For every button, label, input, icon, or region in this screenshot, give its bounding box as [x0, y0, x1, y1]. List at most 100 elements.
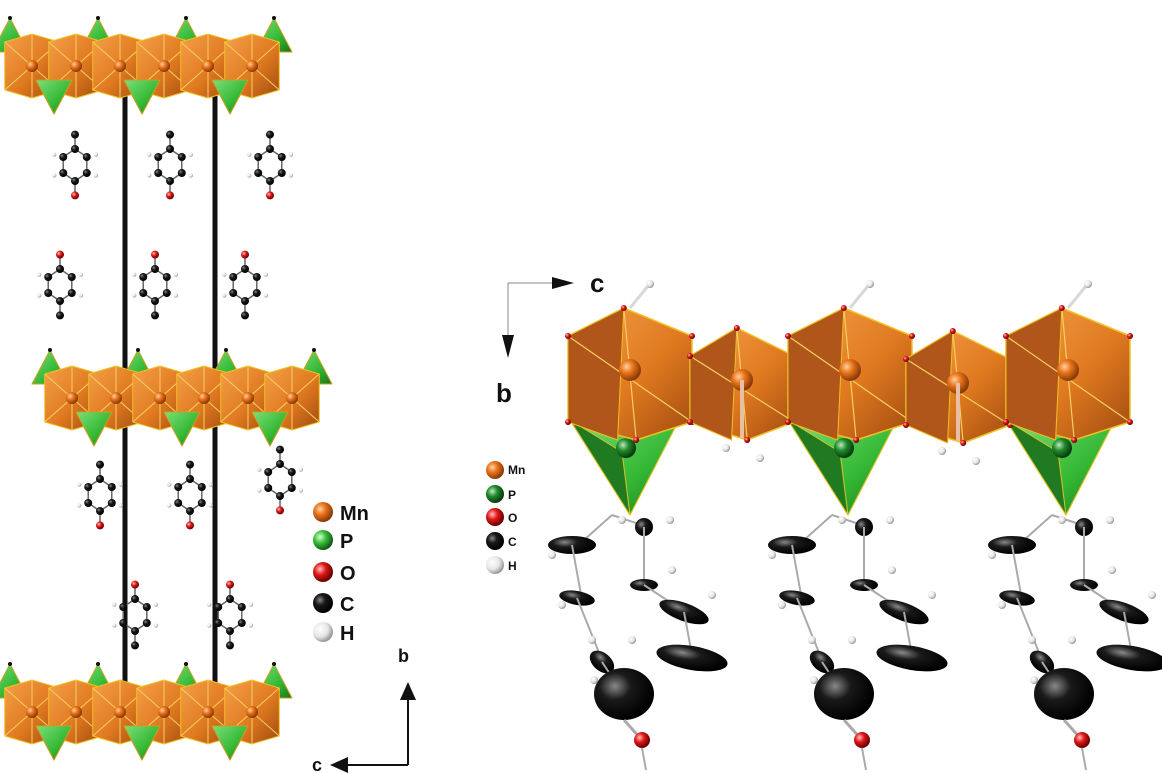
mn-atom	[26, 706, 38, 718]
mn-atom	[158, 60, 170, 72]
o-atom	[186, 521, 194, 530]
bond	[628, 285, 650, 309]
c-atom	[214, 603, 223, 611]
mn-atom	[839, 359, 861, 381]
h-atom	[112, 623, 117, 628]
h-atom	[77, 482, 82, 487]
mn-atom	[114, 706, 126, 718]
h-atom	[247, 173, 252, 178]
c-atom	[174, 483, 183, 491]
o-atom	[620, 305, 627, 311]
c-atom	[142, 603, 151, 611]
phenol-molecule	[147, 130, 193, 200]
phenol-molecule	[167, 460, 213, 530]
c-atom	[254, 169, 263, 177]
c-atom	[594, 668, 654, 720]
c-axis-label: c	[312, 755, 322, 773]
c-atom	[237, 603, 246, 611]
legend-h-sphere	[313, 622, 333, 642]
legend-c-label: C	[340, 594, 354, 616]
mn-octahedron-face	[787, 307, 845, 441]
b-axis-arrowhead	[502, 335, 514, 358]
o-atom	[687, 353, 693, 359]
h-atom	[52, 173, 57, 178]
c-atom	[276, 492, 284, 500]
h-atom	[558, 601, 566, 609]
b-axis-label-right: b	[496, 378, 512, 408]
h-atom	[224, 348, 228, 352]
bond	[861, 747, 867, 771]
o-atom	[1127, 333, 1133, 339]
phenol-molecule	[222, 250, 268, 320]
h-atom	[147, 152, 152, 157]
b-axis-label: b	[398, 646, 409, 666]
c-atom	[131, 595, 139, 603]
c-atom	[237, 619, 246, 627]
c-atom	[151, 297, 159, 305]
h-atom	[118, 482, 124, 487]
o-atom	[226, 580, 234, 589]
o-atom	[131, 580, 139, 589]
h-atom	[288, 173, 293, 178]
c-atom	[241, 311, 249, 320]
h-atom	[257, 488, 262, 493]
h-atom	[96, 16, 100, 20]
o-atom	[785, 333, 791, 339]
bond	[583, 514, 613, 541]
legend-p-sphere	[313, 530, 333, 550]
c-axis-label-right: c	[590, 268, 604, 298]
legend-c-sphere	[313, 593, 333, 613]
c-atom	[67, 289, 76, 297]
p-atom	[1052, 438, 1072, 458]
h-atom	[778, 601, 786, 609]
h-atom	[298, 488, 303, 493]
c-atom	[44, 289, 53, 297]
h-atom	[938, 447, 946, 455]
o-atom	[266, 191, 274, 200]
c-atom	[226, 595, 234, 603]
phenol-molecule	[548, 514, 728, 771]
legend-o-label: O	[340, 563, 356, 585]
h-atom	[590, 676, 598, 684]
legend-c-sphere	[486, 532, 504, 550]
h-atom	[173, 272, 178, 277]
h-atom	[222, 272, 227, 277]
c-atom	[814, 668, 874, 720]
h-atom	[112, 602, 117, 607]
c-atom	[277, 169, 286, 177]
h-atom	[288, 152, 293, 157]
bond	[576, 597, 603, 661]
h-atom	[928, 591, 936, 599]
left-axes-indicator: b c	[312, 646, 416, 773]
legend-mn-label: Mn	[340, 503, 369, 525]
c-atom	[96, 460, 104, 469]
c-atom	[71, 177, 79, 185]
c-atom	[71, 145, 79, 153]
mn-atom	[202, 60, 214, 72]
mn-octahedron-face	[1005, 307, 1063, 441]
c-atom	[44, 273, 53, 281]
mn-atom	[1057, 359, 1079, 381]
c-atom	[59, 169, 68, 177]
p-tetrahedron-face	[569, 419, 631, 516]
bond	[796, 597, 823, 661]
c-atom	[71, 130, 79, 139]
h-atom	[147, 173, 152, 178]
h-atom	[1028, 636, 1036, 644]
o-atom	[56, 250, 64, 259]
o-atom	[687, 419, 693, 425]
phenol-molecule	[132, 250, 178, 320]
h-atom	[722, 444, 730, 452]
legend-o-label: O	[508, 511, 517, 525]
h-atom	[93, 152, 99, 157]
c-atom	[82, 169, 91, 177]
h-atom	[188, 173, 193, 178]
p-tetrahedron	[123, 79, 161, 115]
h-atom	[628, 636, 636, 644]
o-atom	[903, 422, 909, 428]
mn-atom	[198, 392, 210, 404]
c-atom	[67, 273, 76, 281]
c-atom	[252, 289, 261, 297]
h-atom	[1148, 591, 1156, 599]
c-atom	[139, 273, 148, 281]
